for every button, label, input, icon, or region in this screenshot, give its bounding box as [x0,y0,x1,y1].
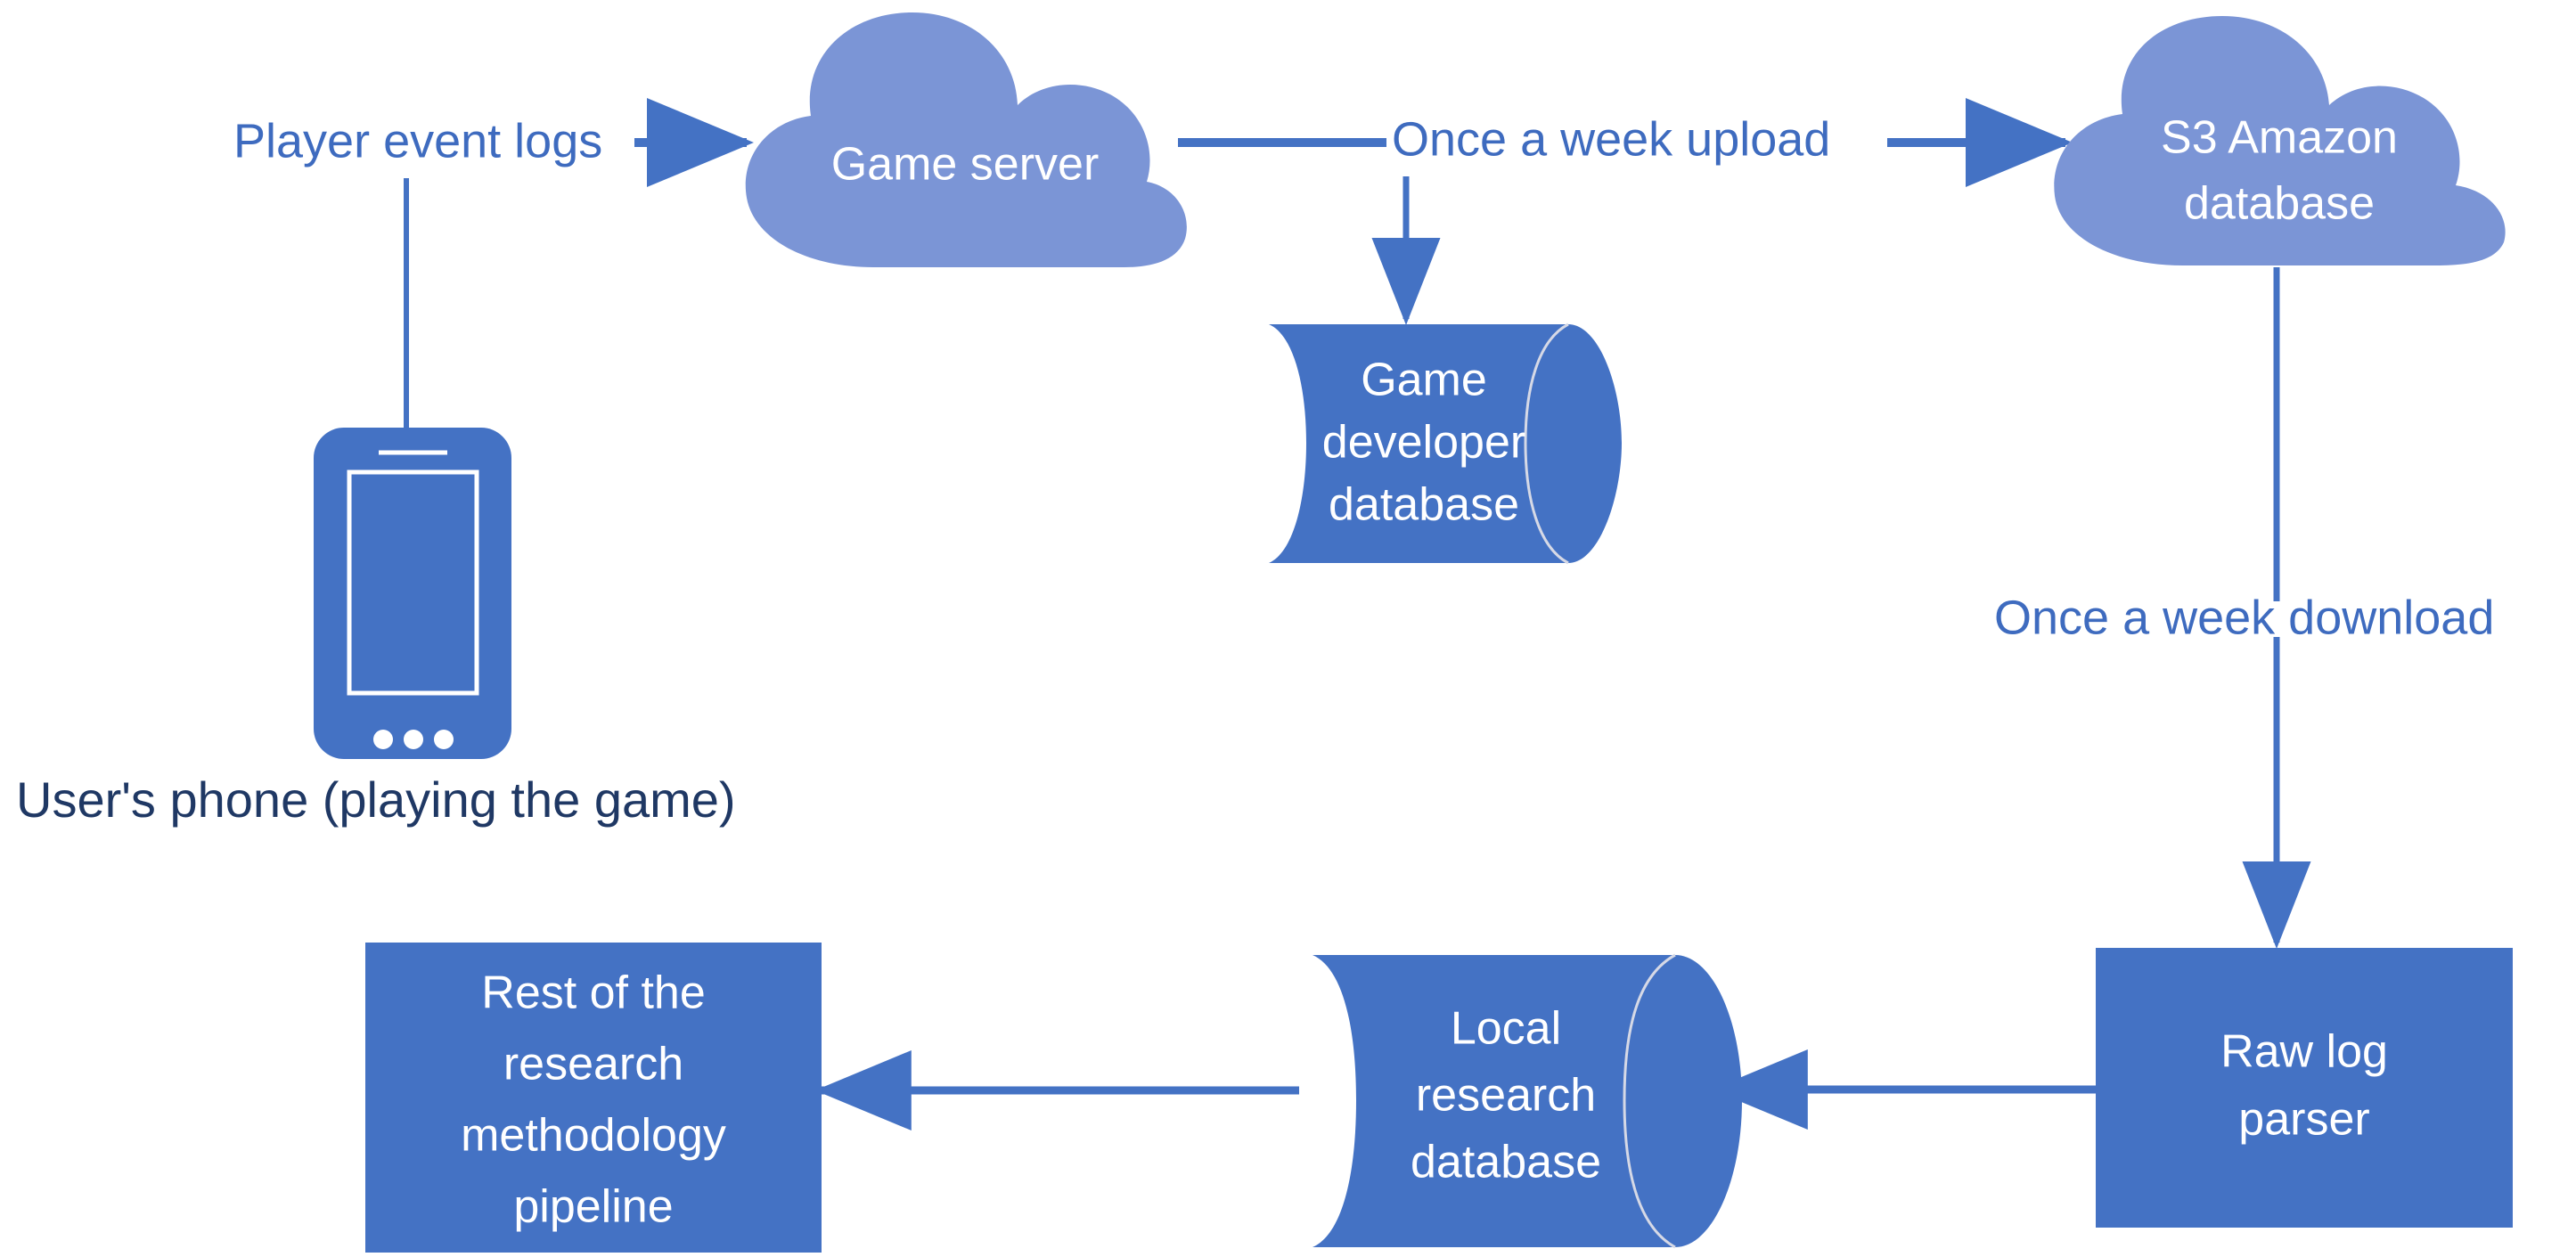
rest-of-pipeline-label-line4: pipeline [513,1181,673,1233]
caption-users-phone: User's phone (playing the game) [16,771,736,828]
rest-of-pipeline-label-line3: methodology [461,1110,726,1162]
node-users-phone[interactable] [314,428,511,759]
local-research-database-cylinder-icon [1313,955,1742,1247]
game-developer-database-cylinder-icon [1269,324,1622,563]
game-server-label: Game server [831,139,1100,191]
phone-button-dot-icon [373,730,393,749]
game-server-cloud-icon [745,12,1187,267]
game-developer-database-cylinder-seam [1524,322,1569,565]
local-research-database-label-line1: Local [1451,1003,1561,1055]
node-rest-of-pipeline[interactable]: Rest of the research methodology pipelin… [365,943,822,1253]
s3-label-line1: S3 Amazon [2161,112,2398,164]
phone-button-dot-icon [404,730,423,749]
phone-button-dot-icon [434,730,454,749]
node-raw-log-parser[interactable]: Raw log parser [2096,948,2513,1228]
phone-body [314,428,511,759]
game-developer-database-label-line2: developer [1322,417,1525,469]
node-local-research-database[interactable]: Local research database [1313,953,1742,1249]
rest-of-pipeline-box [365,943,822,1253]
raw-log-parser-label-line2: parser [2238,1094,2369,1146]
local-research-database-label-line2: research [1416,1070,1596,1122]
node-game-server[interactable]: Game server [745,12,1187,267]
s3-label-line2: database [2184,178,2375,230]
edge-phone-to-game-server [404,98,755,429]
edge-label-once-a-week-upload: Once a week upload [1392,112,1830,166]
node-s3-amazon-database[interactable]: S3 Amazon database [2054,16,2506,265]
rest-of-pipeline-label-line2: research [503,1039,683,1090]
rest-of-pipeline-label-line1: Rest of the [481,967,705,1019]
edge-label-once-a-week-download: Once a week download [1994,591,2494,644]
local-research-database-label-line3: database [1411,1137,1601,1188]
game-developer-database-label-line3: database [1329,479,1519,531]
raw-log-parser-label-line1: Raw log [2220,1026,2388,1078]
node-game-developer-database[interactable]: Game developer database [1269,322,1622,565]
game-developer-database-label-line1: Game [1361,355,1487,406]
raw-log-parser-box [2096,948,2513,1228]
phone-screen [347,469,479,696]
s3-cloud-icon [2054,16,2506,265]
edge-label-player-event-logs: Player event logs [233,114,602,167]
local-research-database-cylinder-seam [1623,953,1676,1249]
